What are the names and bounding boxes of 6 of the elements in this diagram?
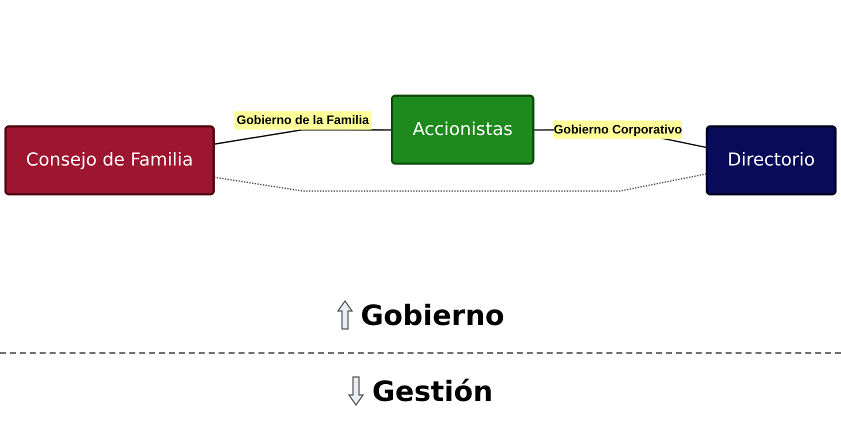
section-label: Gobierno — [360, 298, 504, 332]
section-label: Gestión — [372, 374, 493, 408]
connector — [214, 173, 708, 192]
edge-label: Gobierno Corporativo — [554, 122, 682, 136]
edge-label: Gobierno de la Familia — [236, 113, 370, 127]
connector — [214, 128, 392, 145]
